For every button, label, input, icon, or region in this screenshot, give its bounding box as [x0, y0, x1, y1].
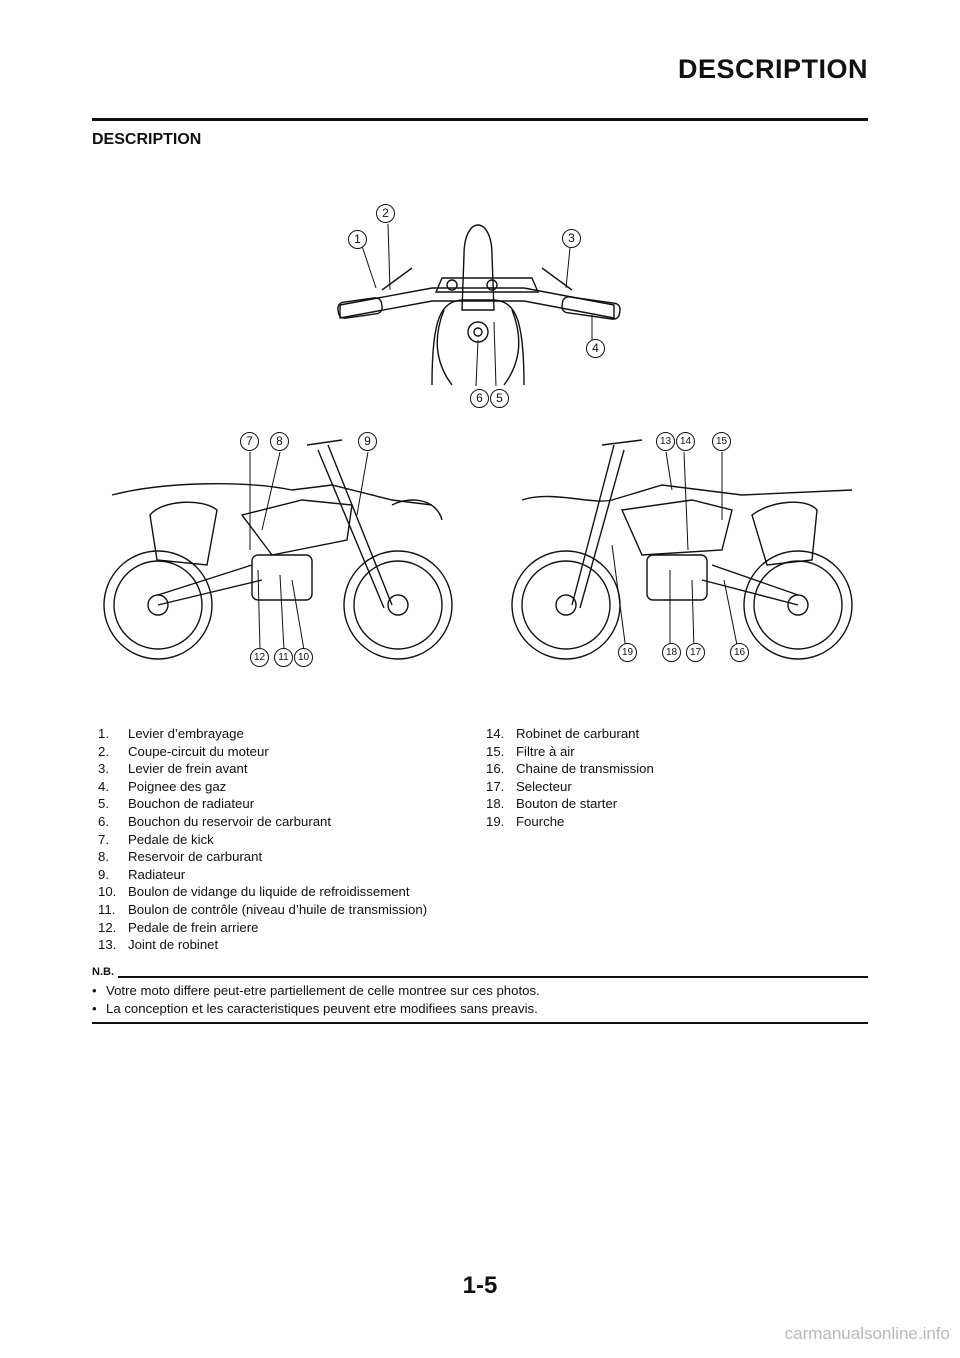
callout-6: 6 [470, 389, 489, 408]
legend-item: 12.Pedale de frein arriere [98, 919, 259, 935]
bullet-icon: • [92, 1001, 97, 1016]
legend-item: 14.Robinet de carburant [486, 726, 640, 741]
watermark: carmanualsonline.info [784, 1324, 950, 1343]
legend-column-right: 14.Robinet de carburant 15.Filtre à air … [486, 725, 866, 831]
legend-item: 10.Boulon de vidange du liquide de refro… [98, 884, 410, 900]
legend-item: 15.Filtre à air [486, 743, 575, 759]
legend-item: 2.Coupe-circuit du moteur [98, 743, 269, 759]
callout-2: 2 [376, 204, 395, 223]
legend-item: 3.Levier de frein avant [98, 761, 248, 777]
note-item: • La conception et les caracteristiques … [92, 1001, 538, 1016]
legend-item: 18.Bouton de starter [486, 796, 618, 812]
callout-19: 19 [618, 643, 637, 662]
callout-9: 9 [358, 432, 377, 451]
legend-item: 8.Reservoir de carburant [98, 849, 263, 865]
legend-item: 6.Bouchon du reservoir de carburant [98, 813, 332, 829]
callout-12: 12 [250, 648, 269, 667]
motorcycle-right-side [511, 439, 853, 660]
callout-11: 11 [274, 648, 293, 667]
page-number: 1-5 [462, 1272, 498, 1299]
section-title: DESCRIPTION [92, 131, 202, 148]
legend-item: 5.Bouchon de radiateur [98, 796, 255, 812]
motorcycle-illustration: 1 2 3 4 5 6 7 8 9 10 11 12 13 14 15 16 1… [92, 160, 868, 680]
legend-item: 7.Pedale de kick [98, 831, 214, 847]
legend-item: 16.Chaine de transmission [486, 761, 654, 777]
callout-8: 8 [270, 432, 289, 451]
legend-column-left: 1.Levier d’embrayage 2.Coupe-circuit du … [98, 725, 478, 954]
callout-1: 1 [348, 230, 367, 249]
callout-3: 3 [562, 229, 581, 248]
callout-15: 15 [712, 432, 731, 451]
legend-item: 11.Boulon de contrôle (niveau d’huile de… [98, 901, 428, 917]
legend-item: 1.Levier d’embrayage [98, 726, 244, 741]
callout-7: 7 [240, 432, 259, 451]
page-header-title: DESCRIPTION [677, 54, 868, 84]
note-header: N.B. [92, 966, 868, 978]
note-header-rule [118, 976, 868, 978]
callout-4: 4 [586, 339, 605, 358]
legend-item: 19.Fourche [486, 813, 565, 829]
motorcycle-left-side [103, 439, 453, 660]
callout-18: 18 [662, 643, 681, 662]
legend-item: 4.Poignee des gaz [98, 778, 227, 794]
note-label: N.B. [92, 966, 114, 978]
note-item: • Votre moto differe peut-etre partielle… [92, 983, 540, 998]
callout-10: 10 [294, 648, 313, 667]
legend-item: 9.Radiateur [98, 866, 186, 882]
bullet-icon: • [92, 983, 97, 998]
callout-5: 5 [490, 389, 509, 408]
callout-16: 16 [730, 643, 749, 662]
callout-14: 14 [676, 432, 695, 451]
header-rule [92, 118, 868, 121]
note-box: N.B. • Votre moto differe peut-etre part… [92, 966, 868, 1024]
motorcycle-line-drawing [103, 223, 853, 660]
handlebar-top-view [337, 224, 621, 386]
note-bottom-rule [92, 1022, 868, 1024]
legend-item: 17.Selecteur [486, 778, 572, 794]
callout-17: 17 [686, 643, 705, 662]
legend-item: 13.Joint de robinet [98, 937, 219, 953]
callout-13: 13 [656, 432, 675, 451]
